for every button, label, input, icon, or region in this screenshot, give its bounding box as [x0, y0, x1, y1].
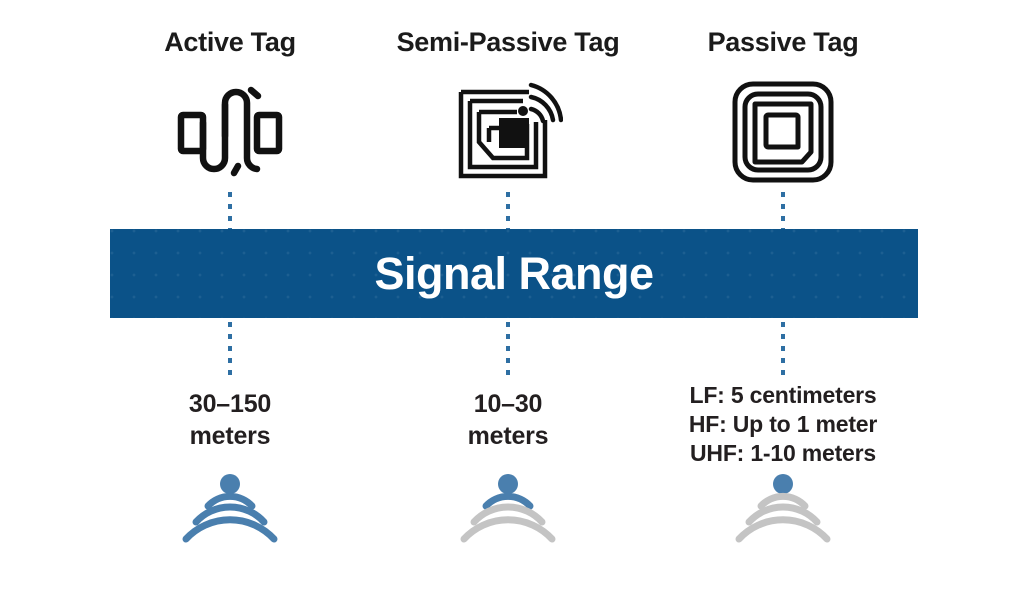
connector-line-bottom-semi-passive	[506, 322, 510, 378]
range-line: 10–30	[473, 390, 543, 418]
column-active-tag: Active Tag 30–150 meters	[80, 0, 380, 597]
column-passive-tag: Passive Tag LF: 5 centimeters HF: Up to …	[633, 0, 933, 597]
heading-active-tag: Active Tag	[164, 27, 296, 57]
heading-semi-passive-tag: Semi-Passive Tag	[396, 27, 620, 57]
banner-title: Signal Range	[374, 248, 654, 299]
active-waveform-icon	[175, 78, 285, 186]
range-text-semi-passive: 10–30 meters	[358, 388, 658, 452]
range-text-active: 30–150 meters	[80, 388, 380, 452]
connector-line-top-semi-passive	[506, 192, 510, 229]
connector-line-top-passive	[781, 192, 785, 229]
range-line: 30–150	[188, 390, 272, 418]
rfid-tag-antenna-icon	[453, 78, 563, 186]
signal-waves-icon-active	[182, 470, 278, 548]
range-line: HF: Up to 1 meter	[688, 410, 878, 437]
range-line: meters	[189, 422, 271, 450]
signal-waves-icon-passive	[735, 470, 831, 548]
connector-line-bottom-active	[228, 322, 232, 378]
connector-line-top-active	[228, 192, 232, 229]
connector-line-bottom-passive	[781, 322, 785, 378]
signal-waves-icon-semi-passive	[460, 470, 556, 548]
heading-passive-tag: Passive Tag	[707, 27, 859, 57]
rfid-coil-spiral-icon	[728, 78, 838, 186]
range-text-passive: LF: 5 centimeters HF: Up to 1 meter UHF:…	[633, 381, 933, 468]
range-line: LF: 5 centimeters	[689, 382, 877, 408]
range-line: meters	[467, 422, 549, 450]
range-line: UHF: 1-10 meters	[690, 439, 876, 466]
column-semi-passive-tag: Semi-Passive Tag 10–30 meters	[358, 0, 658, 597]
signal-range-banner: Signal Range	[110, 229, 918, 318]
